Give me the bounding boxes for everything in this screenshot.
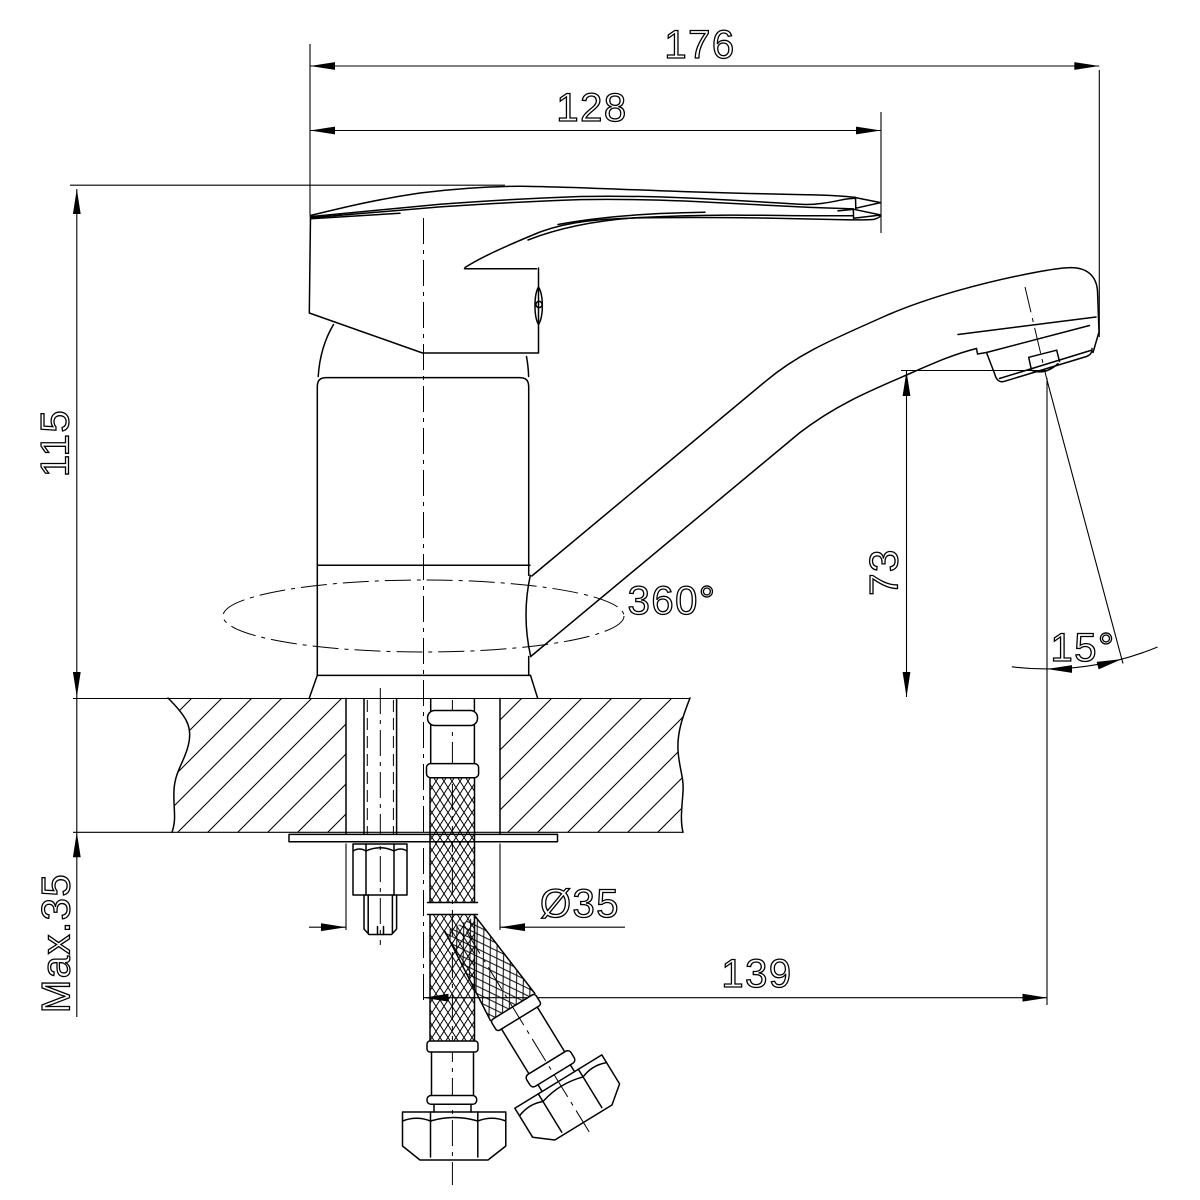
svg-text:115: 115 <box>34 409 78 477</box>
svg-text:139: 139 <box>721 952 792 996</box>
svg-text:73: 73 <box>863 548 907 596</box>
svg-text:15°: 15° <box>1051 626 1116 670</box>
svg-text:Max.35: Max.35 <box>35 873 79 1013</box>
svg-text:176: 176 <box>664 23 735 67</box>
svg-text:Ø35: Ø35 <box>540 882 620 926</box>
svg-text:128: 128 <box>556 86 627 130</box>
svg-text:360°: 360° <box>628 579 717 623</box>
